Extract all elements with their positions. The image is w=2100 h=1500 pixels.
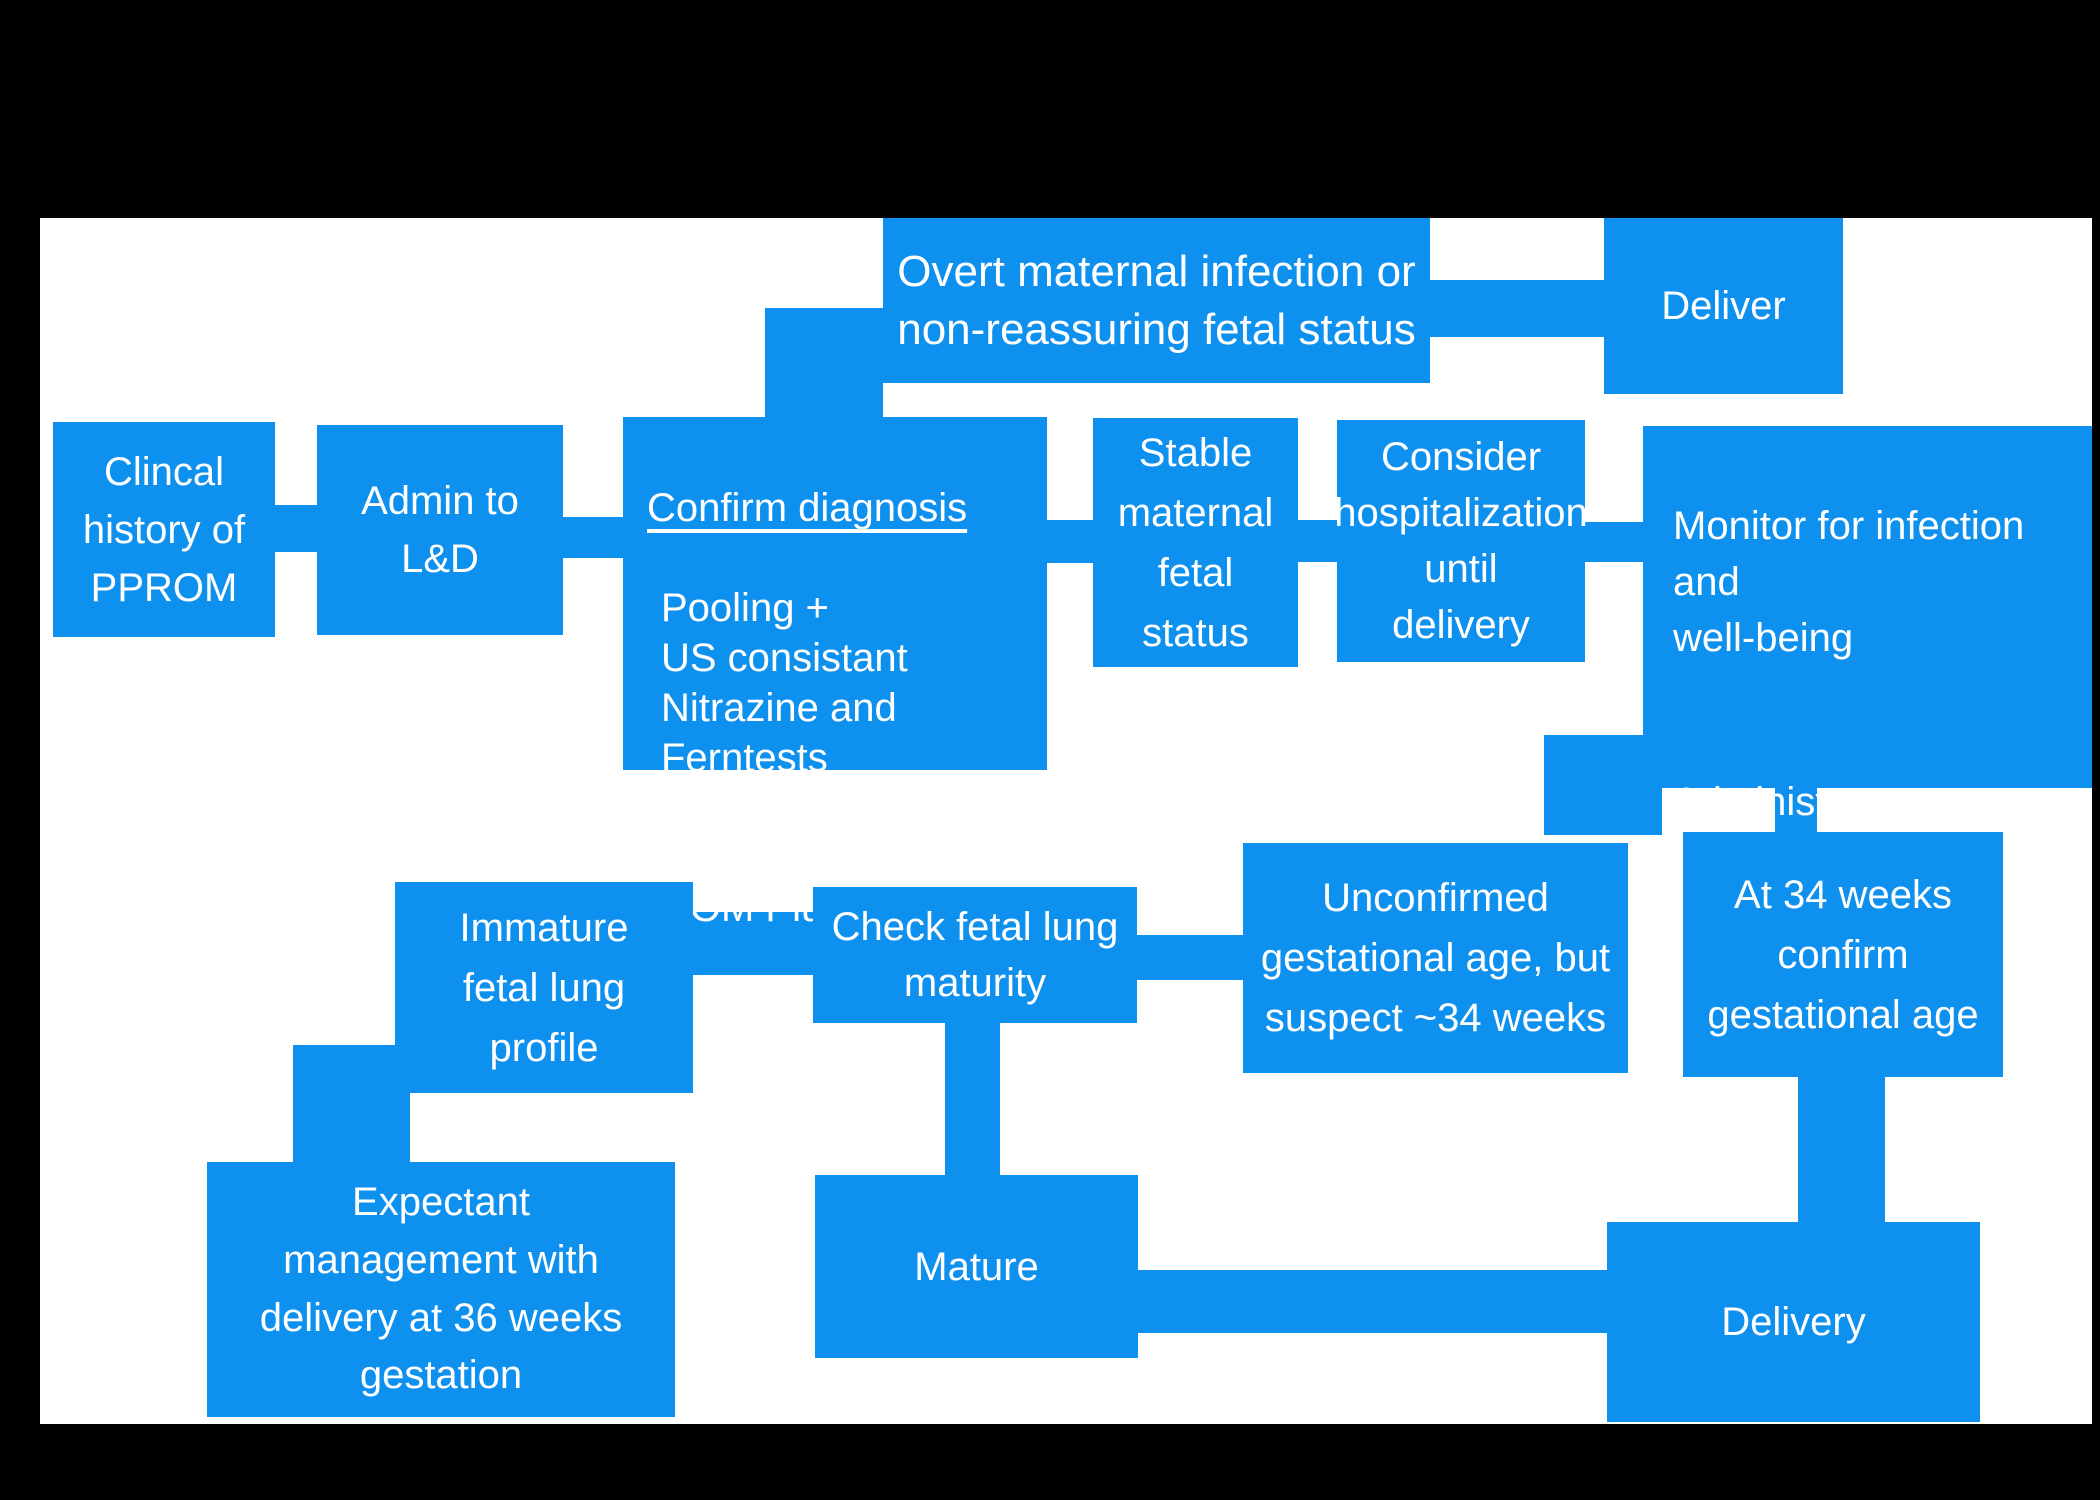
connector-unconfirmed-to-check — [1137, 935, 1243, 980]
connector-confirm-to-stable — [1047, 520, 1093, 563]
connector-confirm-to-overt — [765, 308, 883, 420]
node-clinical-history-pprom: Clincal history of PPROM — [53, 422, 275, 637]
node-unconfirmed-gestational-age: Unconfirmed gestational age, but suspect… — [1243, 843, 1628, 1073]
connector-check-to-immature — [693, 912, 813, 975]
connector-monitor-to-at34 — [1775, 788, 1817, 832]
node-overt-maternal-infection: Overt maternal infection or non-reassuri… — [883, 218, 1430, 383]
node-immature-fetal-lung-profile: Immature fetal lung profile — [395, 882, 693, 1093]
connector-admit-to-confirm — [563, 517, 623, 558]
connector-immature-to-expectant — [293, 1045, 410, 1162]
node-check-fetal-lung-maturity: Check fetal lung maturity — [813, 887, 1137, 1023]
connector-check-to-mature — [945, 1023, 1000, 1175]
monitor-wellbeing-text: Monitor for infection and well-being — [1673, 504, 2025, 660]
confirm-diagnosis-test-list: Pooling + US consistant Nitrazine and Fe… — [661, 586, 908, 930]
connector-overt-to-deliver — [1430, 280, 1604, 337]
node-admit-to-ld: Admin to L&D — [317, 425, 563, 635]
connector-clinical-to-admit — [275, 505, 317, 552]
node-delivery: Delivery — [1607, 1222, 1980, 1422]
connector-consider-to-monitor — [1585, 522, 1643, 562]
node-expectant-management: Expectant management with delivery at 36… — [207, 1162, 675, 1417]
node-mature: Mature — [815, 1175, 1138, 1358]
confirm-diagnosis-title: Confirm diagnosis — [647, 486, 968, 530]
node-monitor-for-infection: Monitor for infection and well-being Adm… — [1643, 426, 2092, 1048]
node-consider-hospitalization: Consider hospitalization until delivery — [1334, 420, 1588, 662]
connector-mature-to-delivery — [1138, 1270, 1607, 1333]
node-confirm-diagnosis: Confirm diagnosis Pooling + US consistan… — [623, 417, 1047, 930]
connector-at34-to-delivery — [1798, 1077, 1885, 1222]
node-at-34-weeks-confirm-ga: At 34 weeks confirm gestational age — [1683, 832, 2003, 1077]
node-deliver: Deliver — [1604, 218, 1843, 394]
connector-stable-to-consider — [1298, 520, 1337, 562]
node-stable-maternal-fetal-status: Stable maternal fetal status — [1093, 418, 1298, 667]
connector-monitor-to-unconfirmed — [1544, 735, 1662, 835]
